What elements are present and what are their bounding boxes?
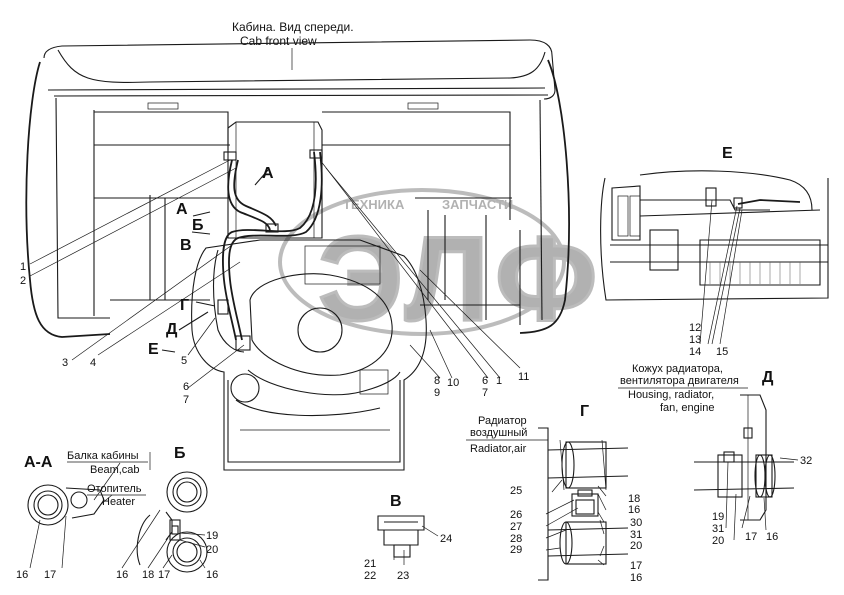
view-g-callout-27: 27 [510,521,522,533]
view-v-callout-24: 24 [440,533,452,545]
view-d-callout-20: 20 [712,535,724,547]
view-g-callout-30: 30 [630,517,642,529]
callout-7-right: 7 [482,387,488,399]
callout-2-left: 2 [20,275,26,287]
view-b-label: Б [174,445,186,462]
watermark-line1: ТЕХНИКА [343,197,405,212]
callout-4: 4 [90,357,96,369]
heater-box [227,121,323,239]
view-g-caption-en: Radiator,air [470,443,527,455]
view-e-callout-13: 13 [689,334,701,346]
view-g-callout-31: 31 [630,529,642,541]
view-b-callout-16b: 16 [206,569,218,581]
engine-block [191,239,427,471]
view-g-label: Г [580,403,589,420]
main-view-label-d: Д [166,321,178,338]
title-en: Cab front view [240,34,317,48]
callout-7-left: 7 [183,394,189,406]
view-d-label: Д [762,369,774,386]
view-e-detail [600,170,829,345]
view-g-callout-16a: 16 [628,504,640,516]
view-g-detail [538,427,629,581]
callout-1-right: 1 [496,375,502,387]
view-g-callout-29: 29 [510,544,522,556]
view-d-callout-19: 19 [712,511,724,523]
view-v-callout-22: 22 [364,570,376,582]
view-b-callout-16a: 16 [116,569,128,581]
title-ru: Кабина. Вид спереди. [232,20,354,34]
heater-hoses [212,149,323,353]
view-aa-caption-heater-en: Heater [102,496,135,508]
view-d-callout-17: 17 [745,531,757,543]
view-d-callout-32: 32 [800,455,812,467]
view-g-caption-ru-1: Радиатор [478,415,527,427]
watermark-logo: ЭЛФ ТЕХНИКА ЗАПЧАСТИ [278,188,603,348]
view-d-caption-ru-2: вентилятора двигателя [620,375,739,387]
view-g-callout-28: 28 [510,533,522,545]
main-view-label-a1: А [262,165,274,182]
view-aa-caption-beam-ru: Балка кабины [67,450,139,462]
main-view-label-g: Г [180,297,189,314]
callout-10: 10 [447,377,459,389]
callout-1-left: 1 [20,261,26,273]
view-aa-label: А-А [24,454,53,471]
callout-6-left: 6 [183,381,189,393]
view-e-callout-15: 15 [716,346,728,358]
watermark-logo-text: ЭЛФ [318,212,603,346]
view-b-callout-19: 19 [206,530,218,542]
view-aa-detail [27,462,121,569]
callout-9: 9 [434,387,440,399]
view-v-label: В [390,493,402,510]
view-d-callout-31: 31 [712,523,724,535]
view-g-callout-17: 17 [630,560,642,572]
view-g-callout-16b: 16 [630,572,642,584]
callout-11: 11 [518,371,529,383]
view-d-caption-en-1: Housing, radiator, [628,389,714,401]
view-aa-caption-heater-ru: Отопитель [87,483,142,495]
main-view-label-a2: А [176,201,188,218]
callout-6-right: 6 [482,375,488,387]
watermark-line2: ЗАПЧАСТИ [442,197,513,212]
view-e-label: Е [722,145,733,162]
view-v-callout-23: 23 [397,570,409,582]
main-view-label-b: Б [192,217,204,234]
view-d-caption-ru-1: Кожух радиатора, [632,363,723,375]
view-aa-callout-16: 16 [16,569,28,581]
callout-5: 5 [181,355,187,367]
view-g-callout-26: 26 [510,509,522,521]
view-aa-caption-beam-en: Beam,cab [90,464,140,476]
leader-lines-main [29,159,521,389]
main-view-label-v: В [180,237,192,254]
view-v-callout-21: 21 [364,558,376,570]
view-e-callout-14: 14 [689,346,701,358]
view-d-detail [693,394,799,541]
view-g-callout-20: 20 [630,540,642,552]
cab-outline [25,39,570,338]
view-b-detail [121,452,208,573]
view-v-detail [377,515,439,565]
view-b-callout-20: 20 [206,544,218,556]
view-b-callout-17: 17 [158,569,170,581]
callout-8: 8 [434,375,440,387]
view-g-callout-18: 18 [628,493,640,505]
view-aa-callout-17: 17 [44,569,56,581]
view-b-callout-18: 18 [142,569,154,581]
callout-3: 3 [62,357,68,369]
view-e-callout-12: 12 [689,322,701,334]
view-d-callout-16: 16 [766,531,778,543]
view-d-caption-en-2: fan, engine [660,402,714,414]
view-g-caption-ru-2: воздушный [470,427,527,439]
main-view-label-e: Е [148,341,159,358]
view-g-callout-25: 25 [510,485,522,497]
